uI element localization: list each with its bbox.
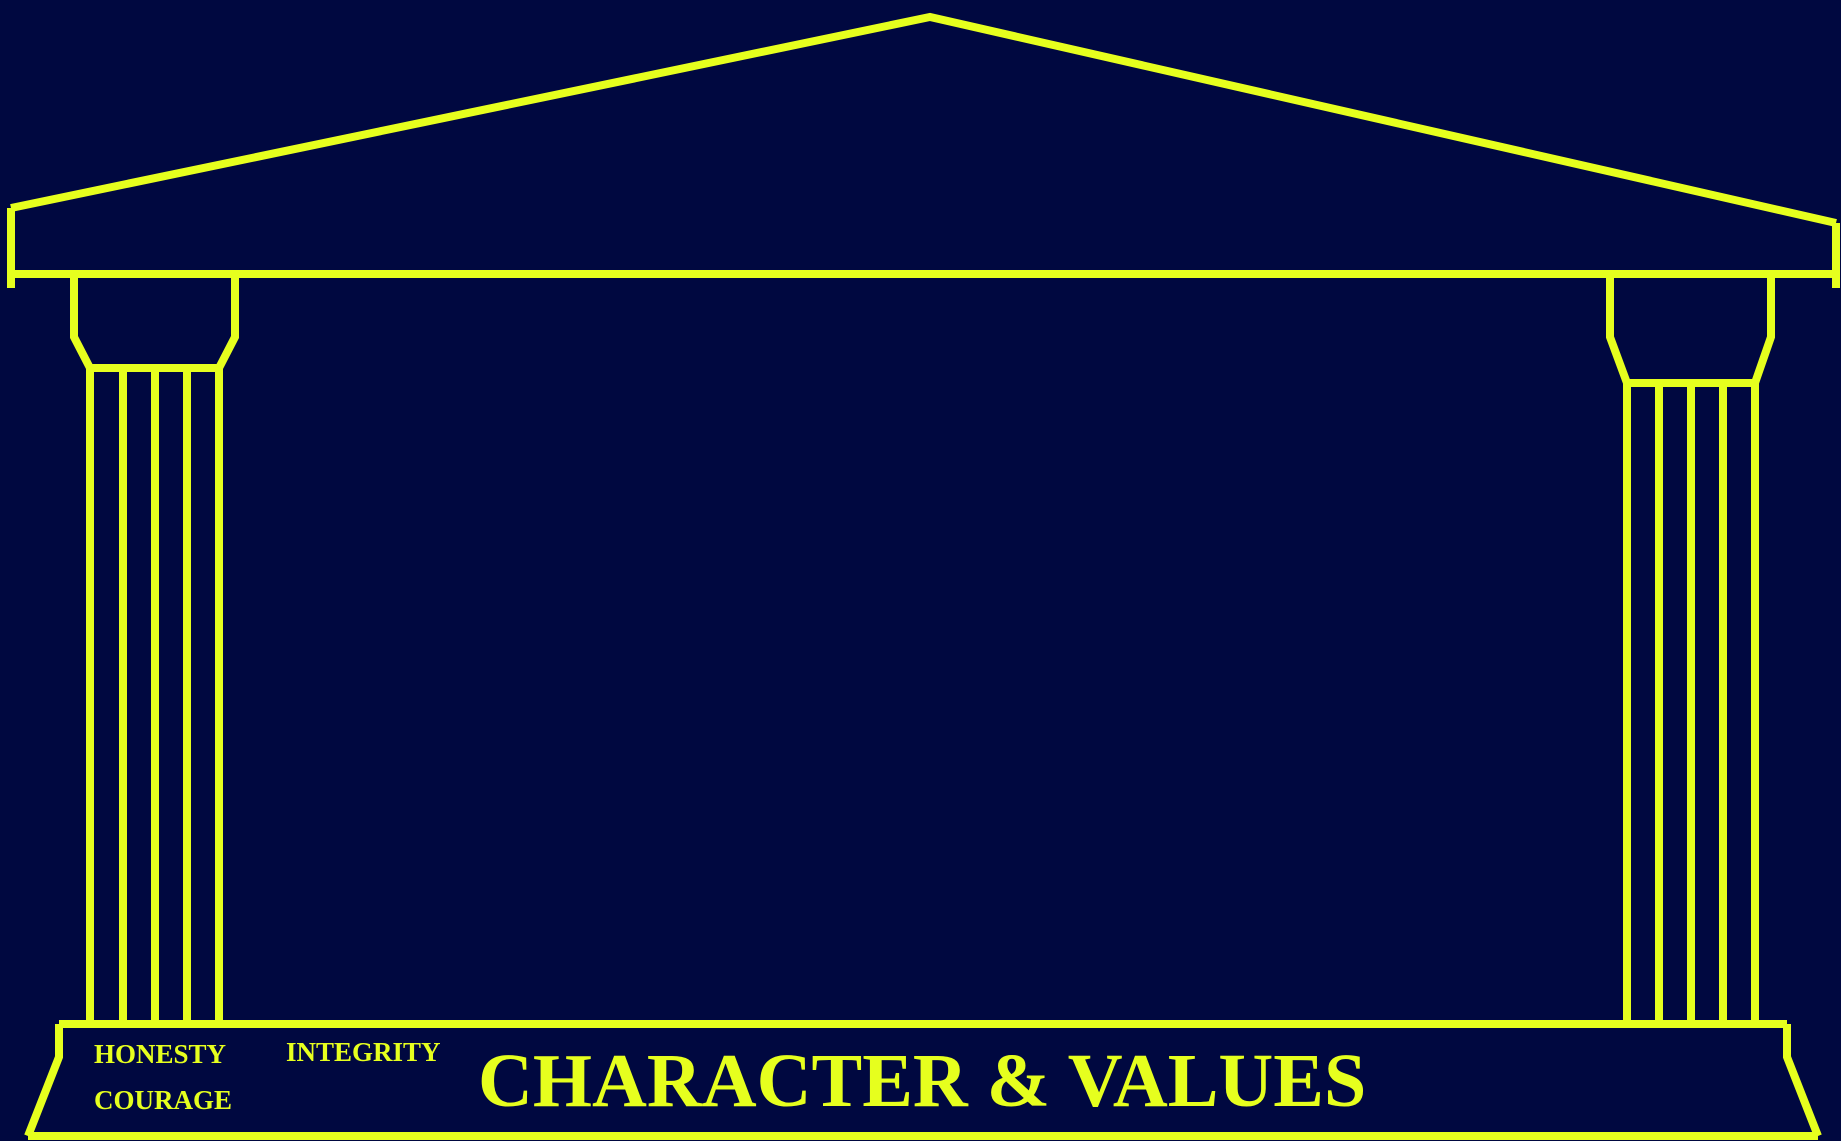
base-left-side [28,1024,59,1136]
roof-pediment [11,17,1836,223]
right-column-capital [1610,274,1771,383]
base-right-side [1787,1024,1818,1136]
left-column-capital [74,274,235,368]
virtue-courage: COURAGE [94,1087,232,1114]
virtue-integrity: INTEGRITY [286,1039,441,1066]
main-title: CHARACTER & VALUES [478,1043,1366,1119]
virtue-honesty: HONESTY [94,1041,226,1068]
